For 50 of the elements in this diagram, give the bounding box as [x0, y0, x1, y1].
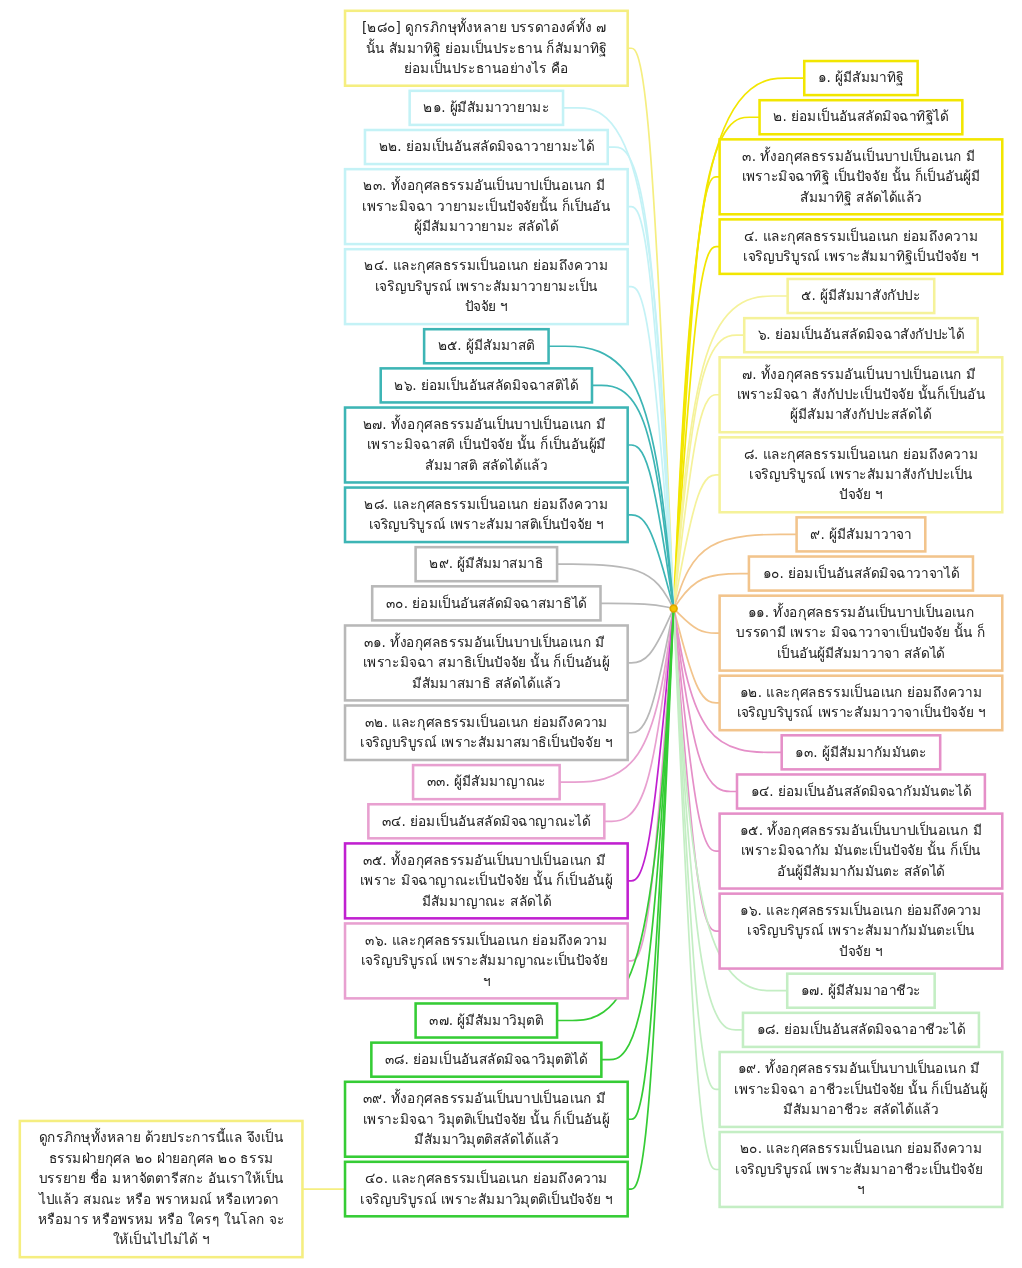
node-box: ๓๘. ย่อมเป็นอันสลัดมิจฉาวิมุตติได้: [370, 1041, 603, 1078]
connector: [591, 384, 675, 606]
node-box: ๑๖. และกุศลธรรมเป็นอเนก ย่อมถึงความเจริญบริบูรณ์ เพราะสัมมากัมมันตะเป็นปัจจัย ฯ: [718, 892, 1004, 970]
node-box: ๓. ทั้งอกุศลธรรมอันเป็นบาปเป็นอเนก มี เพราะมิจฉาทิฐิ เป็นปัจจัย นั้น ก็เป็นอันผู้มีสัมมาทิฐิ สลัดได้แล้ว: [718, 138, 1004, 216]
connector: [626, 205, 675, 606]
node-box: ๑๓. ผู้มีสัมมากัมมันตะ: [780, 734, 942, 771]
node-box: ๑๐. ย่อมเป็นอันสลัดมิจฉาวาจาได้: [747, 555, 975, 592]
node-box: ๙. ผู้มีสัมมาวาจา: [795, 516, 927, 553]
node-box: ๓๖. และกุศลธรรมเป็นอเนก ย่อมถึงความเจริญบริบูรณ์ เพราะสัมมาญาณะเป็นปัจจัย ฯ: [343, 922, 629, 1000]
node-box: ๑๘. ย่อมเป็นอันสลัดมิจฉาอาชีวะได้: [741, 1011, 981, 1049]
node-box: ๑๒. และกุศลธรรมเป็นอเนก ย่อมถึงความเจริญบริบูรณ์ เพราะสัมมาวาจาเป็นปัจจัย ฯ: [718, 674, 1004, 732]
node-box: ๑๗. ผู้มีสัมมาอาชีวะ: [785, 972, 936, 1009]
node-box: ๒๑. ผู้มีสัมมาวายามะ: [408, 89, 565, 127]
node-box: ๔๐. และกุศลธรรมเป็นอเนก ย่อมถึงความเจริญบริบูรณ์ เพราะสัมมาวิมุตติเป็นปัจจัย ฯ: [343, 1160, 629, 1218]
node-box: ๒๐. และกุศลธรรมเป็นอเนก ย่อมถึงความเจริญบริบูรณ์ เพราะสัมมาอาชีวะเป็นปัจจัย ฯ: [718, 1130, 1004, 1209]
node-box: ๔. และกุศลธรรมเป็นอเนก ย่อมถึงความเจริญบริบูรณ์ เพราะสัมมาทิฐิเป็นปัจจัย ฯ: [718, 218, 1004, 276]
node-box: ๓๐. ย่อมเป็นอันสลัดมิจฉาสมาธิได้: [370, 585, 602, 622]
node-box: ๑๕. ทั้งอกุศลธรรมอันเป็นบาปเป็นอเนก มีเพราะมิจฉากัม มันตะเป็นปัจจัย นั้น ก็เป็นอันผู้มีสัมมากัมมันตะ สลัดได้: [718, 812, 1004, 890]
node-box: ๑๔. ย่อมเป็นอันสลัดมิจฉากัมมันตะได้: [735, 773, 987, 810]
node-box: ๕. ผู้มีสัมมาสังกัปปะ: [786, 277, 936, 315]
node-box: ๓๔. ย่อมเป็นอันสลัดมิจฉาญาณะได้: [367, 803, 606, 840]
node-box: ๖. ย่อมเป็นอันสลัดมิจฉาสังกัปปะได้: [742, 316, 979, 354]
connector: [626, 444, 674, 606]
node-box: ๗. ทั้งอกุศลธรรมอันเป็นบาปเป็นอเนก มี เพราะมิจฉา สังกัปปะเป็นปัจจัย นั้นก็เป็นอันผู้มีสัมมาสังกัปปะสลัดได้: [718, 356, 1004, 434]
node-box: ๒๓. ทั้งอกุศลธรรมอันเป็นบาปเป็นอเนก มี เพราะมิจฉา วายามะเป็นปัจจัยนั้น ก็เป็นอันผู้มีสัมมาวายามะ สลัดได้: [343, 167, 629, 246]
node-box: ๒. ย่อมเป็นอันสลัดมิจฉาทิฐิได้: [758, 98, 964, 136]
node-box: ๒๖. ย่อมเป็นอันสลัดมิจฉาสติได้: [379, 367, 594, 404]
node-box: ๒๗. ทั้งอกุศลธรรมอันเป็นบาปเป็นอเนก มี เพราะมิจฉาสติ เป็นปัจจัย นั้น ก็เป็นอันผู้มีสัมมาสติ สลัดได้แล้ว: [343, 406, 629, 484]
connector: [626, 47, 675, 606]
node-box: ๒๔. และกุศลธรรมเป็นอเนก ย่อมถึงความเจริญบริบูรณ์ เพราะสัมมาวายามะเป็นปัจจัย ฯ: [343, 247, 629, 326]
node-box: ๘. และกุศลธรรมเป็นอเนก ย่อมถึงความเจริญบริบูรณ์ เพราะสัมมาสังกัปปะเป็นปัจจัย ฯ: [718, 436, 1004, 514]
node-box: ๓๒. และกุศลธรรมเป็นอเนก ย่อมถึงความเจริญบริบูรณ์ เพราะสัมมาสมาธิเป็นปัจจัย ฯ: [343, 704, 629, 762]
connector: [626, 285, 675, 606]
node-box: ๑. ผู้มีสัมมาทิฐิ: [802, 59, 919, 97]
node-box: ดูกรภิกษุทั้งหลาย ด้วยประการนี้แล จึงเป็นธรรมฝ่ายกุศล ๒๐ ฝ่ายอกุศล ๒๐ ธรรมบรรยาย ชื่อ มหาจัตตารีสกะ อันเราให้เป็นไปแล้ว สมณะ หรือ พราหมณ์ หรือเทวดา หรือมาร หรือพรหม หรือ ใครๆ ในโลก จะให้เป็นไปไม่ได้ ฯ: [18, 1119, 304, 1259]
node-box: ๑๑. ทั้งอกุศลธรรมอันเป็นบาปเป็นอเนกบรรดามี เพราะ มิจฉาวาจาเป็นปัจจัย นั้น ก็เป็นอันผู้มีสัมมาวาจา สลัดได้: [718, 594, 1004, 672]
node-box: ๓๓. ผู้มีสัมมาญาณะ: [411, 763, 561, 801]
connector: [673, 611, 721, 932]
node-box: ๓๗. ผู้มีสัมมาวิมุตติ: [414, 1002, 559, 1039]
node-box: ๑๙. ทั้งอกุศลธรรมอันเป็นบาปเป็นอเนก มี เพราะมิจฉา อาชีวะเป็นปัจจัย นั้น ก็เป็นอันผู้มีสัมมาอาชีวะ สลัดได้แล้ว: [718, 1050, 1004, 1129]
node-circle: [669, 604, 678, 613]
node-box: ๓๕. ทั้งอกุศลธรรมอันเป็นบาปเป็นอเนก มี เพราะ มิจฉาญาณะเป็นปัจจัย นั้น ก็เป็นอันผู้มีสัมมาญาณะ สลัดได้: [343, 842, 629, 920]
connector: [673, 611, 721, 852]
node-box: ๒๕. ผู้มีสัมมาสติ: [422, 327, 550, 365]
node-box: ๒๘. และกุศลธรรมเป็นอเนก ย่อมถึงความเจริญบริบูรณ์ เพราะสัมมาสติเป็นปัจจัย ฯ: [343, 486, 629, 544]
node-box: ๒๒. ย่อมเป็นอันสลัดมิจฉาวายามะได้: [363, 128, 609, 166]
node-box: ๓๑. ทั้งอกุศลธรรมอันเป็นบาปเป็นอเนก มี เพราะมิจฉา สมาธิเป็นปัจจัย นั้น ก็เป็นอันผู้มีสัมมาสมาธิ สลัดได้แล้ว: [343, 624, 629, 702]
node-box: ๓๙. ทั้งอกุศลธรรมอันเป็นบาปเป็นอเนก มี เพราะมิจฉา วิมุตติเป็นปัจจัย นั้น ก็เป็นอันผู้มีสัมมาวิมุตติสลัดได้แล้ว: [343, 1080, 629, 1158]
node-box: [๒๘๐] ดูกรภิกษุทั้งหลาย บรรดาองค์ทั้ง ๗ นั้น สัมมาทิฐิ ย่อมเป็นประธาน ก็สัมมาทิฐิย่อมเป็นประธานอย่างไร คือ: [343, 9, 629, 87]
node-box: ๒๙. ผู้มีสัมมาสมาธิ: [414, 545, 559, 583]
